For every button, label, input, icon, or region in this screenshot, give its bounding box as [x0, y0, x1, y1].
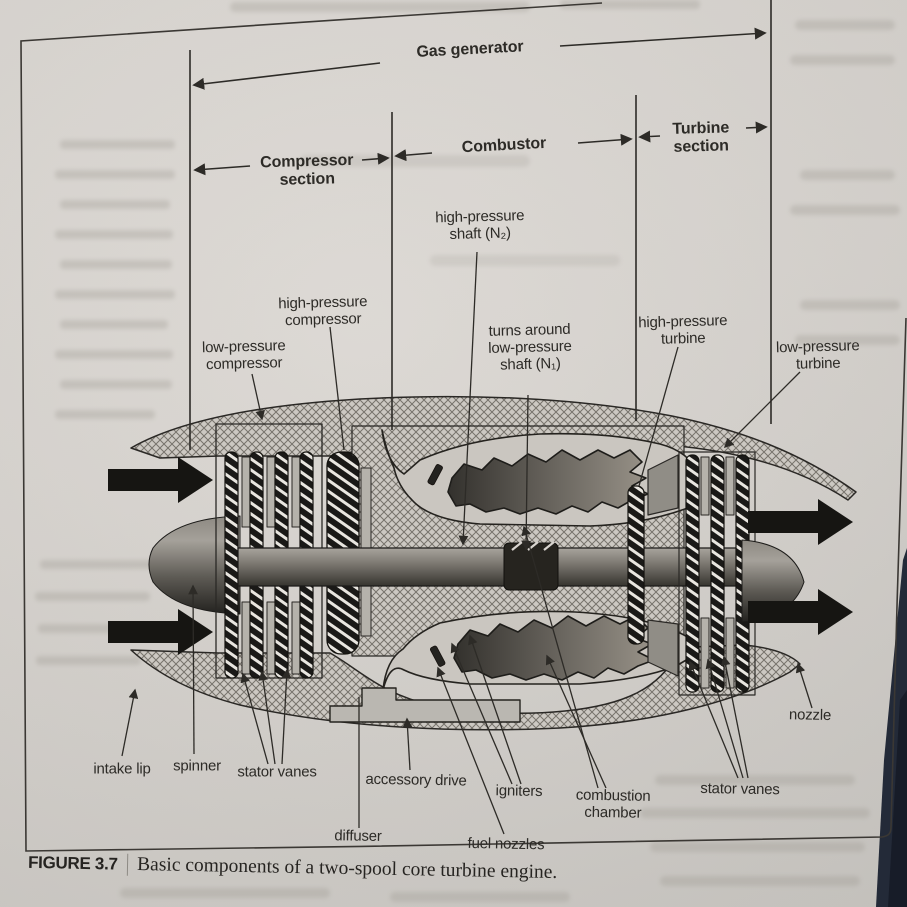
combustor-arrow-left [394, 149, 433, 162]
hp-turbine-disc [627, 485, 645, 645]
leader-fuel-nozzles [436, 666, 505, 835]
lp-turbine-blades [685, 454, 750, 693]
combustor-arrow-right [577, 133, 633, 146]
leader-stator-right-2 [705, 658, 744, 779]
turbine-supports [647, 454, 679, 677]
leader-igniter-2 [468, 634, 522, 785]
leader-stator-left-1 [240, 672, 269, 765]
leader-lines [121, 251, 813, 835]
fuel-nozzle-lower [429, 645, 446, 667]
turbine-arrow-right [745, 121, 768, 134]
leader-igniter-1 [450, 642, 513, 785]
page-edge-shadow [876, 548, 907, 907]
compressor-arrow-left [193, 163, 251, 176]
leader-intake-lip [121, 688, 139, 757]
caption-divider [126, 853, 129, 876]
leader-hp-turbine [638, 346, 679, 487]
intake-arrow-upper [108, 457, 213, 503]
page-bleed-through [35, 0, 900, 902]
leader-lp-turbine [723, 371, 801, 449]
leader-stator-left-2 [258, 670, 276, 765]
gas-generator-arrow-right [559, 27, 767, 47]
leader-stator-left-3 [281, 668, 292, 765]
accessory-drive-box [329, 687, 521, 723]
turbine-arrow-left [638, 130, 661, 143]
exhaust-arrow-upper [748, 499, 853, 545]
leader-lp-shaft [521, 394, 531, 551]
gas-generator-arrow-left [192, 62, 381, 90]
flame-lower [453, 615, 655, 681]
figure-frame [20, 2, 907, 852]
leader-combustion-chamber-1 [545, 654, 607, 789]
turbine-stator-vanes [700, 456, 735, 689]
dimension-lines [189, 0, 772, 450]
leader-stator-right-1 [688, 660, 739, 779]
leader-hp-shaft [458, 251, 478, 546]
spinner-cone [148, 515, 241, 615]
leader-combustion-chamber-2 [521, 525, 599, 789]
leader-spinner [188, 584, 198, 755]
low-pressure-shaft [237, 547, 749, 587]
leader-accessory-drive [402, 717, 413, 771]
leader-stator-right-3 [720, 655, 749, 779]
leader-lp-compressor [251, 373, 265, 421]
shaft-bearing [503, 541, 559, 591]
figure-number: FIGURE 3.7 [27, 852, 118, 874]
leader-nozzle [795, 662, 813, 709]
intake-arrow-lower [108, 609, 213, 655]
fuel-nozzle-upper [427, 464, 443, 486]
leader-hp-compressor [329, 326, 345, 451]
airflow-arrows [108, 457, 853, 655]
exhaust-arrow-lower [748, 589, 853, 635]
engine-cutaway [108, 395, 857, 731]
compressor-arrow-right [361, 152, 390, 165]
